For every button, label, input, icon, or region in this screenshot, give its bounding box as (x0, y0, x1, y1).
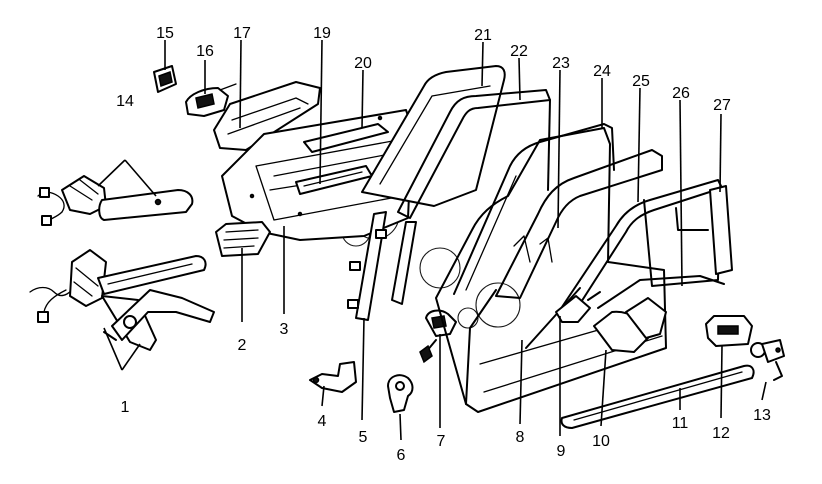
callout-25: 25 (632, 73, 650, 90)
callout-20: 20 (354, 55, 372, 72)
callout-2: 2 (238, 337, 247, 354)
callout-24: 24 (593, 63, 611, 80)
part-7-lock-actuator (419, 309, 457, 364)
part-10-mirror (593, 297, 667, 353)
part-1-window-regulator (29, 249, 215, 351)
part-9-lock-rod (525, 287, 601, 349)
part-14-regulator-motor (37, 175, 194, 226)
callout-12: 12 (712, 425, 730, 442)
leader-lines (97, 39, 767, 441)
callout-9: 9 (557, 443, 566, 460)
callout-1: 1 (121, 399, 130, 416)
callout-17: 17 (233, 25, 251, 42)
callout-15: 15 (156, 25, 174, 42)
callout-6: 6 (397, 447, 406, 464)
part-25-frame-seal (559, 179, 723, 311)
part-16-inner-handle (185, 83, 237, 117)
callout-8: 8 (516, 429, 525, 446)
callout-10: 10 (592, 433, 610, 450)
callout-5: 5 (359, 429, 368, 446)
callout-14: 14 (116, 93, 134, 110)
part-24-weatherstrip (453, 123, 615, 295)
part-11-side-moulding (560, 364, 755, 429)
callout-labels: 1 2 3 4 5 6 7 8 9 10 11 12 13 14 15 16 1… (116, 25, 771, 464)
part-21-door-glass (361, 65, 506, 207)
part-20-moulding (303, 123, 389, 153)
callout-19: 19 (313, 25, 331, 42)
callout-23: 23 (552, 55, 570, 72)
part-13-lock-cylinder (750, 339, 785, 381)
callout-16: 16 (196, 43, 214, 60)
part-23-door-frame (495, 149, 663, 299)
part-15-switch (153, 65, 177, 93)
callout-7: 7 (437, 433, 446, 450)
callout-3: 3 (280, 321, 289, 338)
callout-22: 22 (510, 43, 528, 60)
part-6-door-check (387, 374, 414, 413)
callout-27: 27 (713, 97, 731, 114)
callout-4: 4 (318, 413, 327, 430)
callout-11: 11 (672, 415, 689, 432)
callout-26: 26 (672, 85, 690, 102)
callout-13: 13 (753, 407, 771, 424)
callout-21: 21 (474, 27, 492, 44)
division-bar (391, 221, 417, 305)
part-22-run-channel (397, 89, 551, 219)
part-12-outer-handle (705, 315, 753, 347)
part-2-grille (215, 221, 271, 257)
part-4-hinge (309, 361, 357, 393)
part-27-seal-strip (709, 185, 733, 275)
